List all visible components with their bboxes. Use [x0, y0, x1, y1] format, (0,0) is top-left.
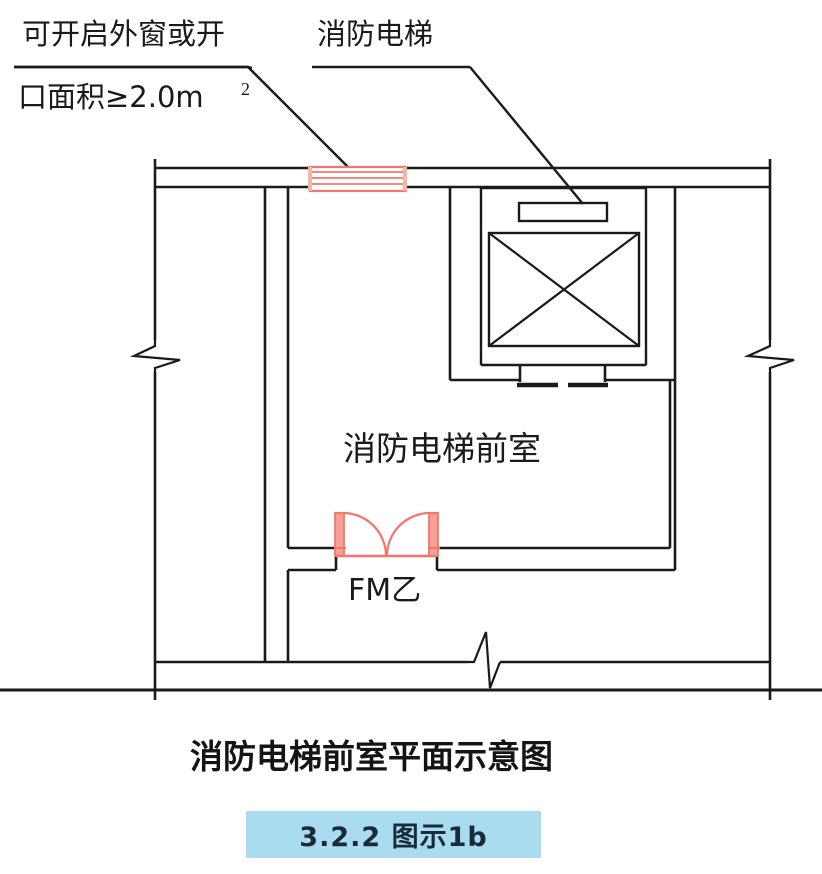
- annotation-fire-elevator: 消防电梯: [312, 17, 584, 205]
- figure-badge: 3.2.2 图示1b: [246, 811, 541, 858]
- exterior-wall-right: [743, 159, 795, 700]
- annotation-openable-window-line1: 可开启外窗或开: [22, 17, 225, 51]
- elevator-car: [487, 231, 641, 348]
- door-leaf-left: [334, 512, 345, 557]
- room-label-vestibule: 消防电梯前室: [343, 429, 541, 468]
- elevator-counterweight: [517, 201, 609, 223]
- annotation-fire-elevator-leader: [469, 66, 584, 205]
- door-swing-arc-right: [385, 511, 430, 557]
- vestibule-enclosure: [286, 187, 677, 662]
- annotation-openable-window-superscript: 2: [241, 79, 250, 99]
- figure-badge-text: 3.2.2 图示1b: [299, 822, 488, 853]
- door-swing-arc-left: [343, 511, 388, 557]
- fire-door-class-b: [334, 511, 440, 558]
- annotation-openable-window-leader-bar: [14, 65, 253, 70]
- figure-caption: 消防电梯前室平面示意图: [190, 737, 553, 776]
- break-symbol-icon: [129, 340, 181, 372]
- annotation-openable-window-line2: 口面积≥2.0m: [18, 80, 204, 114]
- exterior-wall-bottom: [0, 631, 822, 692]
- fire-door-label: FM乙: [348, 573, 421, 608]
- annotation-openable-window-leader: [247, 66, 362, 181]
- window-frame: [308, 165, 408, 193]
- exterior-wall-left: [129, 159, 181, 700]
- annotation-fire-elevator-line1: 消防电梯: [317, 17, 433, 51]
- door-leaf-right: [428, 512, 439, 557]
- break-symbol-icon: [468, 631, 502, 689]
- annotation-openable-window: 可开启外窗或开 口面积≥2.0m 2: [14, 17, 362, 181]
- elevator-car-outline: [487, 231, 641, 348]
- elevator-shaft: [448, 186, 677, 388]
- exterior-window: [308, 165, 408, 193]
- elevator-car-diagonal: [488, 232, 640, 347]
- break-symbol-icon: [743, 340, 795, 372]
- exterior-wall-top: [155, 166, 770, 189]
